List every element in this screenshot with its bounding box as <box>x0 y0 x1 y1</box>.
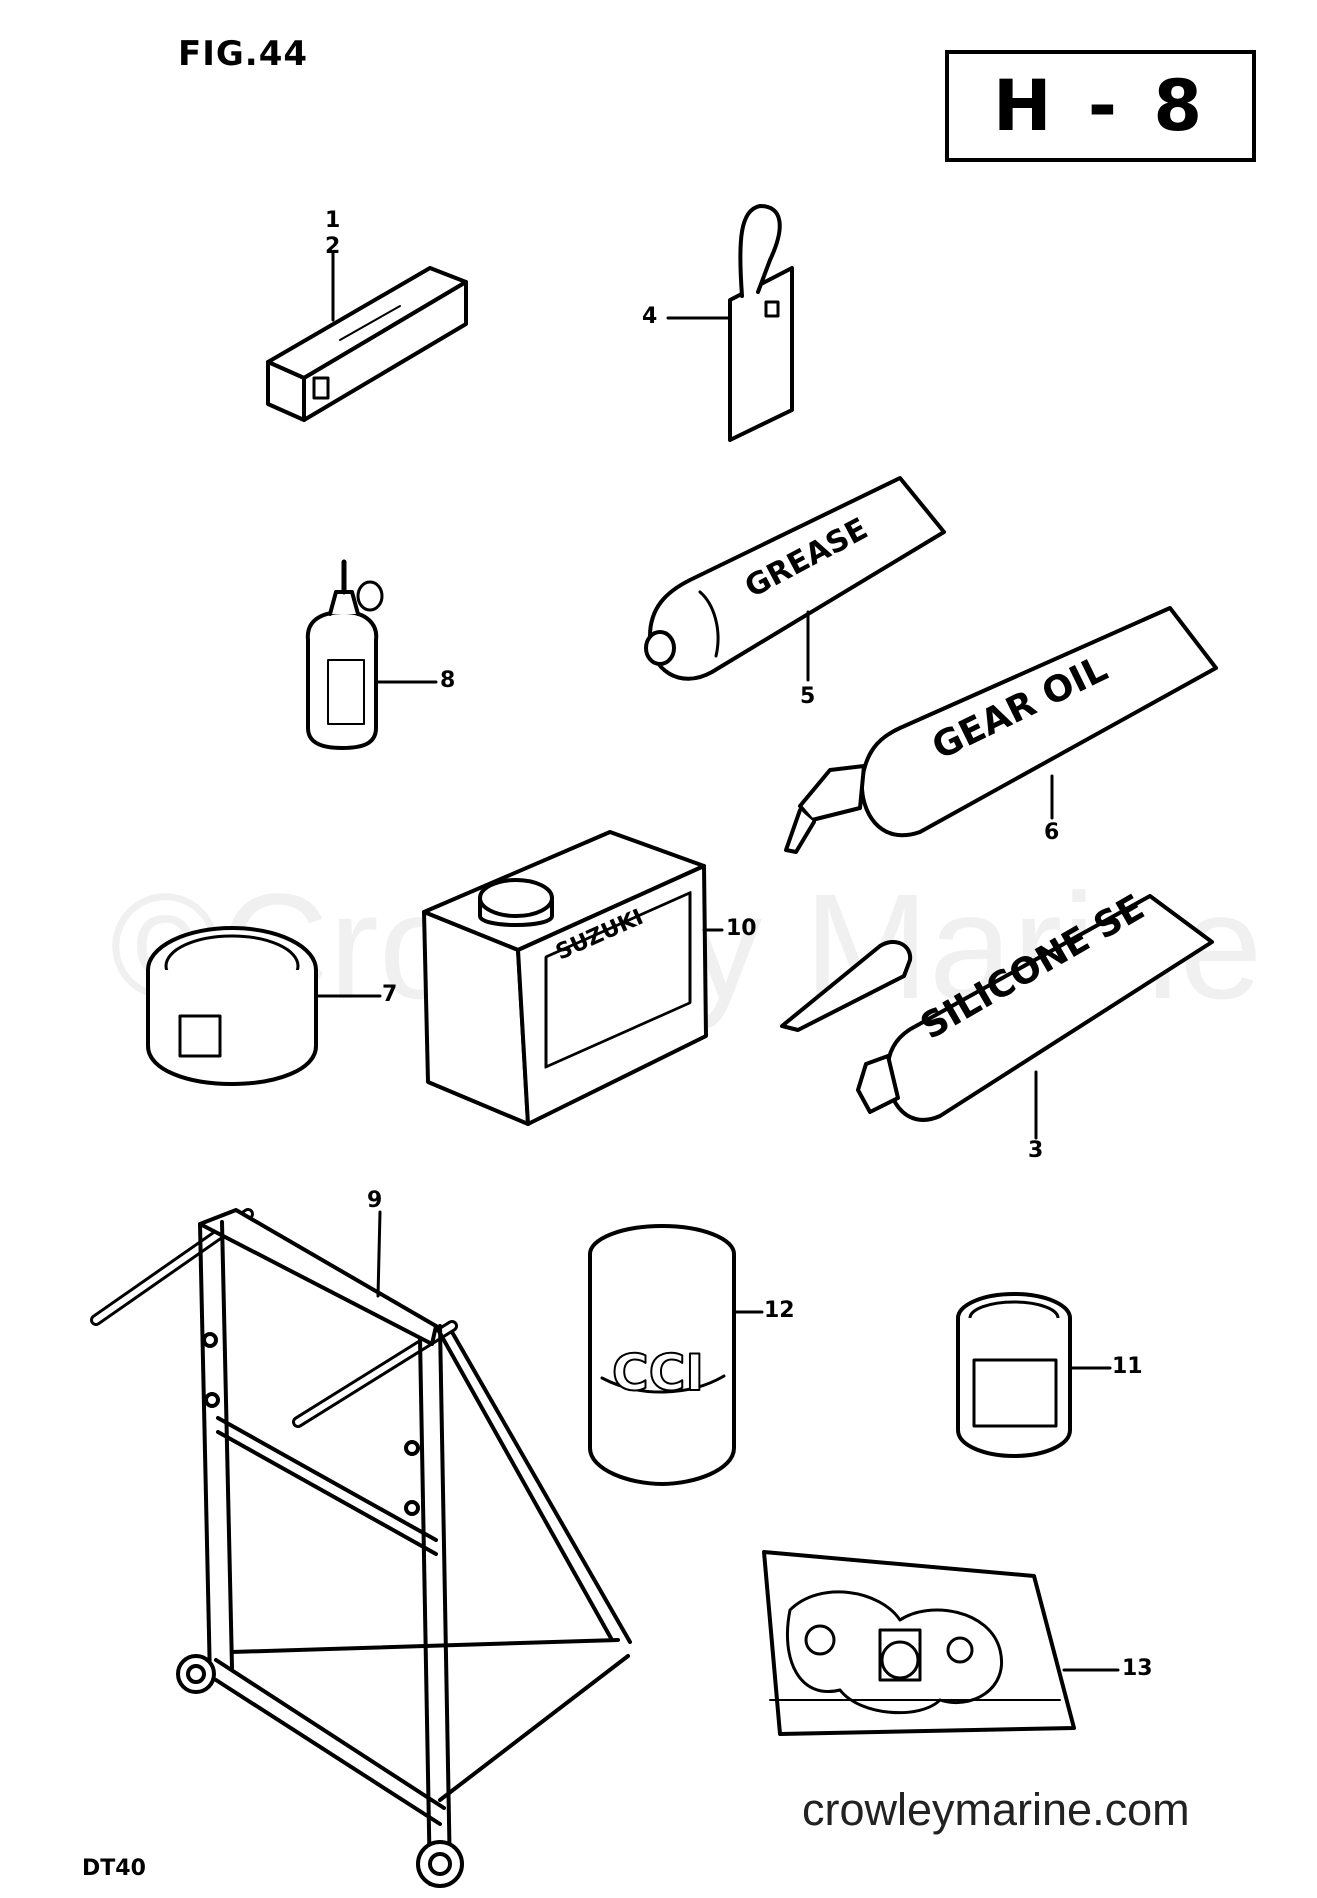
part-square-can-10[interactable]: SUZUKI <box>422 830 708 1126</box>
cci-label: CCI <box>612 1344 704 1402</box>
leader-9 <box>376 1210 382 1298</box>
part-round-tin-7[interactable] <box>146 926 318 1086</box>
part-box-1-2[interactable] <box>266 266 468 422</box>
callout-13: 13 <box>1122 1656 1153 1681</box>
callout-6: 6 <box>1044 820 1060 845</box>
callout-7: 7 <box>382 982 398 1007</box>
website-watermark: crowleymarine.com <box>802 1784 1190 1835</box>
part-silicone-tube-3[interactable]: SILICONE SE <box>780 887 1214 1122</box>
callout-11: 11 <box>1112 1354 1143 1379</box>
part-gasket-set-13[interactable] <box>762 1550 1076 1736</box>
part-small-can-11[interactable] <box>956 1292 1072 1458</box>
callout-12: 12 <box>764 1298 795 1323</box>
section-code: H - 8 <box>945 50 1256 162</box>
figure-title: FIG.44 <box>178 34 309 74</box>
part-motor-stand-9[interactable] <box>90 1208 632 1888</box>
part-oil-can-12[interactable]: CCI <box>588 1224 736 1486</box>
callout-1: 1 <box>325 208 341 233</box>
callout-3: 3 <box>1028 1138 1044 1163</box>
callout-8: 8 <box>440 668 456 693</box>
callout-4: 4 <box>642 304 658 329</box>
part-pouch-4[interactable] <box>728 204 794 442</box>
part-oil-bottle-8[interactable] <box>305 559 384 750</box>
callout-10: 10 <box>726 916 757 941</box>
callout-5: 5 <box>800 684 816 709</box>
model-code: DT40 <box>82 1856 146 1881</box>
part-grease-tube-5[interactable]: GREASE <box>644 476 946 681</box>
callout-2: 2 <box>325 234 341 259</box>
part-gear-oil-tube-6[interactable]: GEAR OIL <box>784 606 1218 854</box>
callout-9: 9 <box>367 1188 383 1213</box>
